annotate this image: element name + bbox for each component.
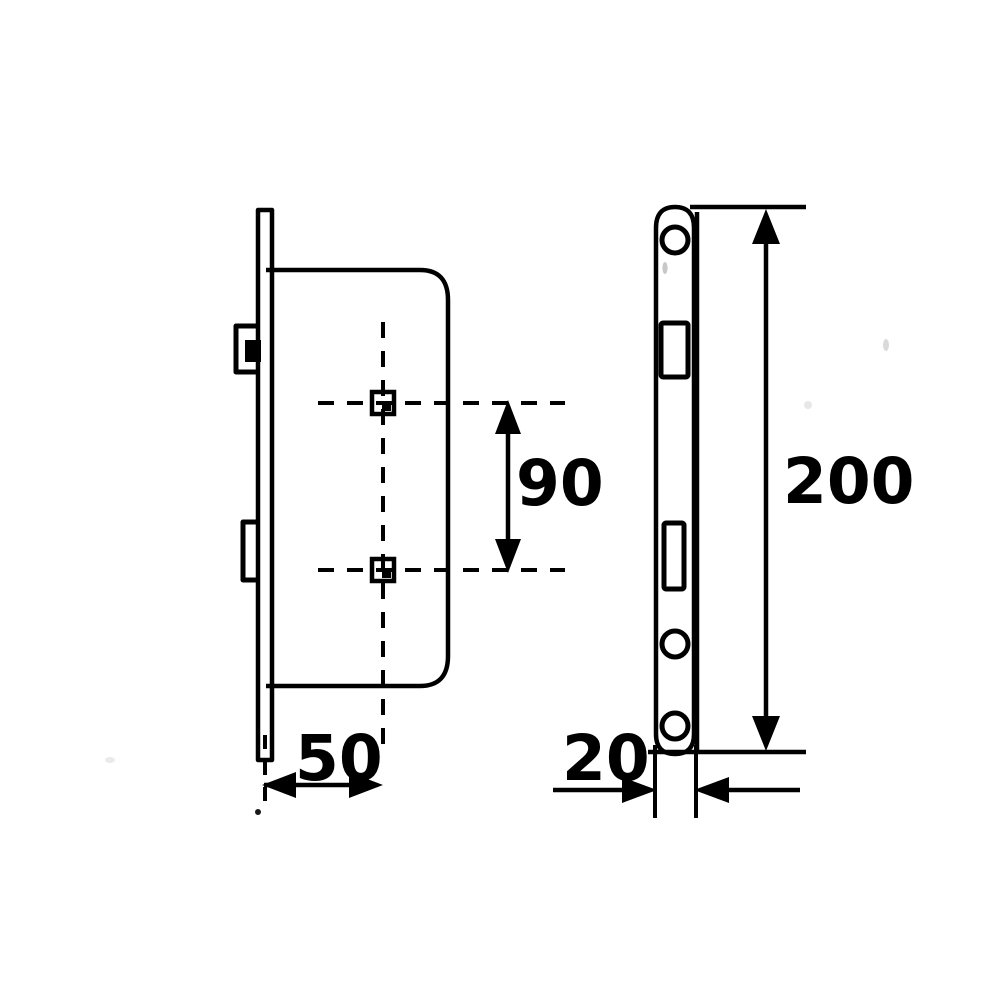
dim-200-label: 200 [783,445,915,518]
round-hole-lower [659,710,691,742]
dim-50-label: 50 [295,722,383,795]
dim-50-arrow-right [349,772,383,798]
dim-200-arrow-down [752,716,780,751]
faceplate-front-view: 200 20 [553,204,915,818]
scan-speck-artifact-1 [662,262,668,274]
dim-20-arrow-left [622,777,657,803]
dim-90-arrow-down [495,539,521,573]
dead-bolt-outline [240,519,258,583]
scan-speck-artifact-4 [105,757,115,763]
side-elevation-view: 90 50 [233,207,604,812]
dim-50-arrow-left [262,772,296,798]
dim-90-label: 90 [516,447,604,520]
dimension-20: 20 [553,722,800,818]
dim-20-label: 20 [562,722,650,795]
latch-bolt-solid [245,340,261,362]
dead-bolt-aperture [661,520,687,592]
scan-speck-artifact-2 [883,339,889,351]
scan-speck-artifact-3 [804,401,812,409]
square-spindle-hole [369,389,397,417]
dim-20-arrow-right [694,777,729,803]
dimension-50: 50 [262,722,383,812]
latch-aperture [658,320,691,380]
round-hole-upper [659,628,691,660]
lock-case-body-outline [266,267,451,689]
screw-hole-top [659,224,691,256]
dimension-90: 90 [495,400,604,573]
dim-90-arrow-up [495,400,521,434]
faceplate-strip [255,207,275,763]
dimension-200: 200 [648,204,915,755]
dim-50-extension-dot [255,809,261,815]
latch-bolt-outline [233,323,258,375]
dim-200-arrow-up [752,209,780,244]
square-key-hole [369,556,397,584]
